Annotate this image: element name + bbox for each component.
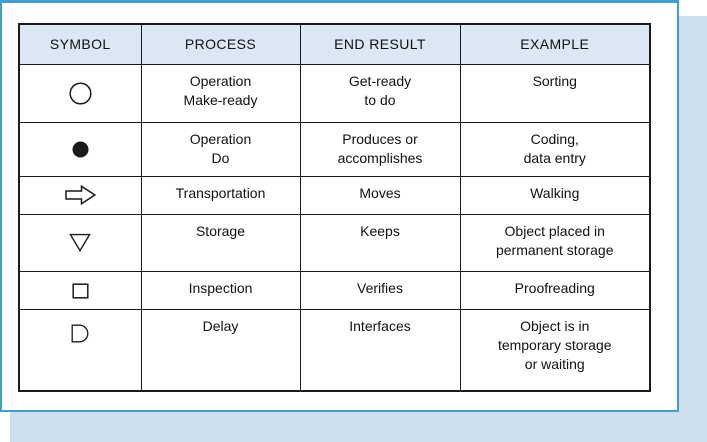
- circle-filled-icon: [72, 140, 89, 158]
- end-result-cell: Moves: [299, 175, 461, 215]
- symbol-cell: [18, 121, 142, 177]
- process-cell: Inspection: [140, 270, 301, 310]
- table-row: Inspection Verifies Proofreading: [18, 270, 651, 310]
- symbol-cell: [18, 213, 142, 272]
- example-cell: Object placed in permanent storage: [459, 213, 651, 272]
- end-result-cell: Verifies: [299, 270, 461, 310]
- example-cell: Proofreading: [459, 270, 651, 310]
- header-end-result: END RESULT: [299, 23, 461, 65]
- table-row: Operation Do Produces or accomplishes Co…: [18, 121, 651, 177]
- symbol-cell: [18, 270, 142, 310]
- table-row: Transportation Moves Walking: [18, 175, 651, 215]
- content-panel: SYMBOL PROCESS END RESULT EXAMPLE Operat…: [0, 0, 679, 412]
- process-cell: Delay: [140, 308, 301, 392]
- block-arrow-right-icon: [65, 185, 96, 205]
- process-cell: Transportation: [140, 175, 301, 215]
- process-cell: Storage: [140, 213, 301, 272]
- header-example: EXAMPLE: [459, 23, 651, 65]
- table-row: Delay Interfaces Object is in temporary …: [18, 308, 651, 392]
- end-result-cell: Get-ready to do: [299, 63, 461, 123]
- circle-outline-icon: [69, 81, 92, 105]
- end-result-cell: Produces or accomplishes: [299, 121, 461, 177]
- process-cell: Operation Make-ready: [140, 63, 301, 123]
- symbol-cell: [18, 308, 142, 392]
- table-row: Operation Make-ready Get-ready to do Sor…: [18, 63, 651, 123]
- header-symbol: SYMBOL: [18, 23, 142, 65]
- table-header-row: SYMBOL PROCESS END RESULT EXAMPLE: [18, 23, 651, 65]
- symbol-cell: [18, 63, 142, 123]
- square-outline-icon: [72, 281, 89, 299]
- header-process: PROCESS: [140, 23, 301, 65]
- table-row: Storage Keeps Object placed in permanent…: [18, 213, 651, 272]
- example-cell: Walking: [459, 175, 651, 215]
- example-cell: Sorting: [459, 63, 651, 123]
- d-shape-icon: [71, 324, 89, 342]
- process-symbols-table: SYMBOL PROCESS END RESULT EXAMPLE Operat…: [18, 23, 651, 392]
- triangle-down-icon: [69, 233, 92, 252]
- end-result-cell: Interfaces: [299, 308, 461, 392]
- example-cell: Coding, data entry: [459, 121, 651, 177]
- end-result-cell: Keeps: [299, 213, 461, 272]
- example-cell: Object is in temporary storage or waitin…: [459, 308, 651, 392]
- symbol-cell: [18, 175, 142, 215]
- process-cell: Operation Do: [140, 121, 301, 177]
